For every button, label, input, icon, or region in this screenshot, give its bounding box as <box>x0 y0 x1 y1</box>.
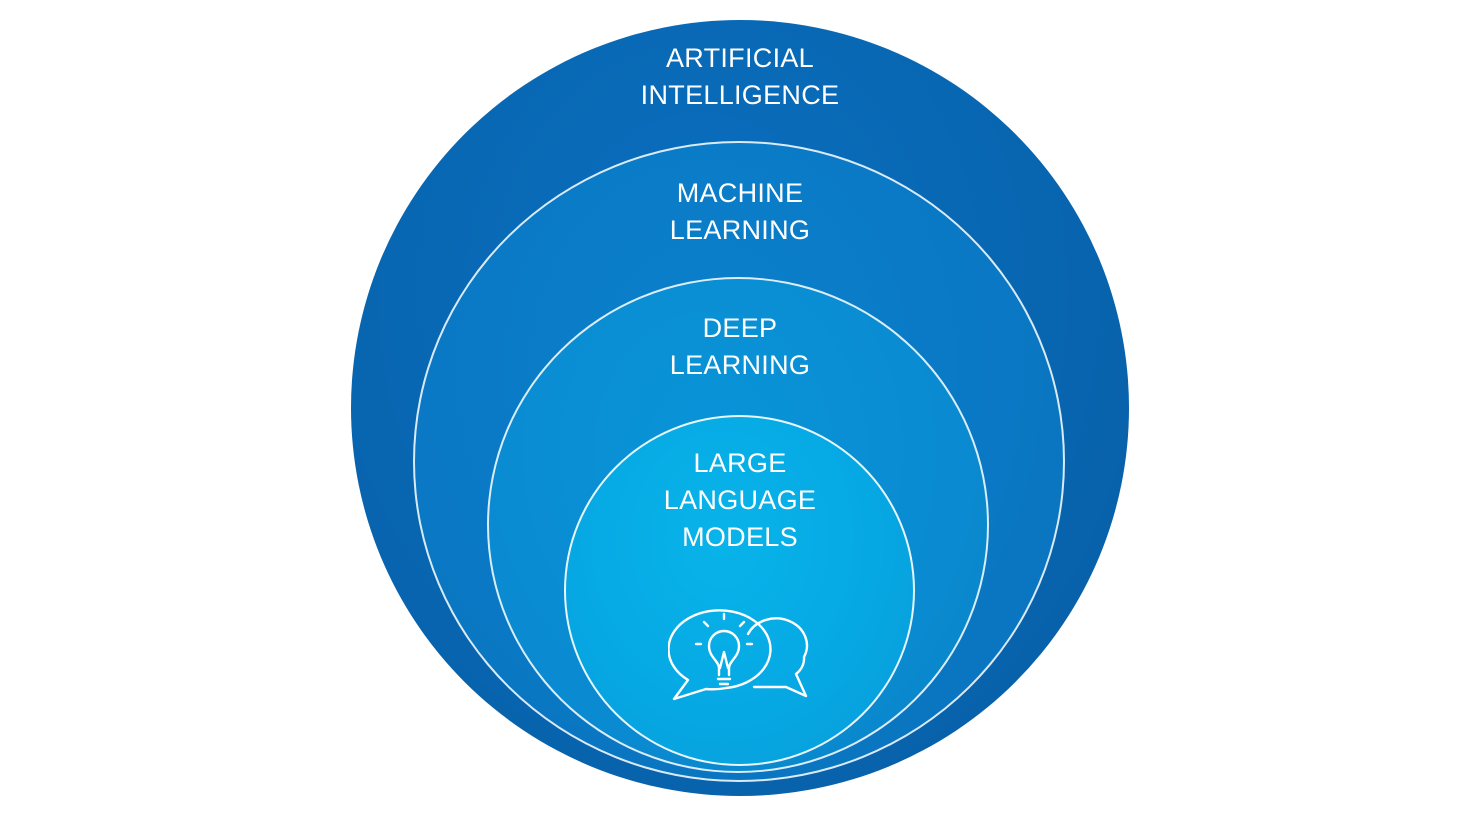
chat-lightbulb-icon <box>668 609 809 701</box>
label-line: MACHINE <box>676 178 804 208</box>
label-line: ARTIFICIAL <box>665 43 815 73</box>
bulb-filament <box>718 650 730 670</box>
label-machine-learning: MACHINE LEARNING <box>540 175 940 249</box>
label-line: MODELS <box>682 522 798 552</box>
bulb-outline <box>707 629 741 677</box>
label-large-language-models: LARGE LANGUAGE MODELS <box>540 445 940 556</box>
bulb-ray <box>702 620 710 628</box>
front-speech-bubble <box>668 609 772 701</box>
label-line: LEARNING <box>669 215 811 245</box>
label-deep-learning: DEEP LEARNING <box>540 310 940 384</box>
label-line: LEARNING <box>669 350 811 380</box>
back-speech-bubble <box>746 617 809 698</box>
label-line: INTELLIGENCE <box>640 80 840 110</box>
label-artificial-intelligence: ARTIFICIAL INTELLIGENCE <box>540 40 940 114</box>
label-line: DEEP <box>702 313 778 343</box>
label-line: LARGE <box>693 448 787 478</box>
label-line: LANGUAGE <box>663 485 817 515</box>
circle-large-language-models <box>564 415 915 766</box>
bulb-ray <box>738 620 746 628</box>
